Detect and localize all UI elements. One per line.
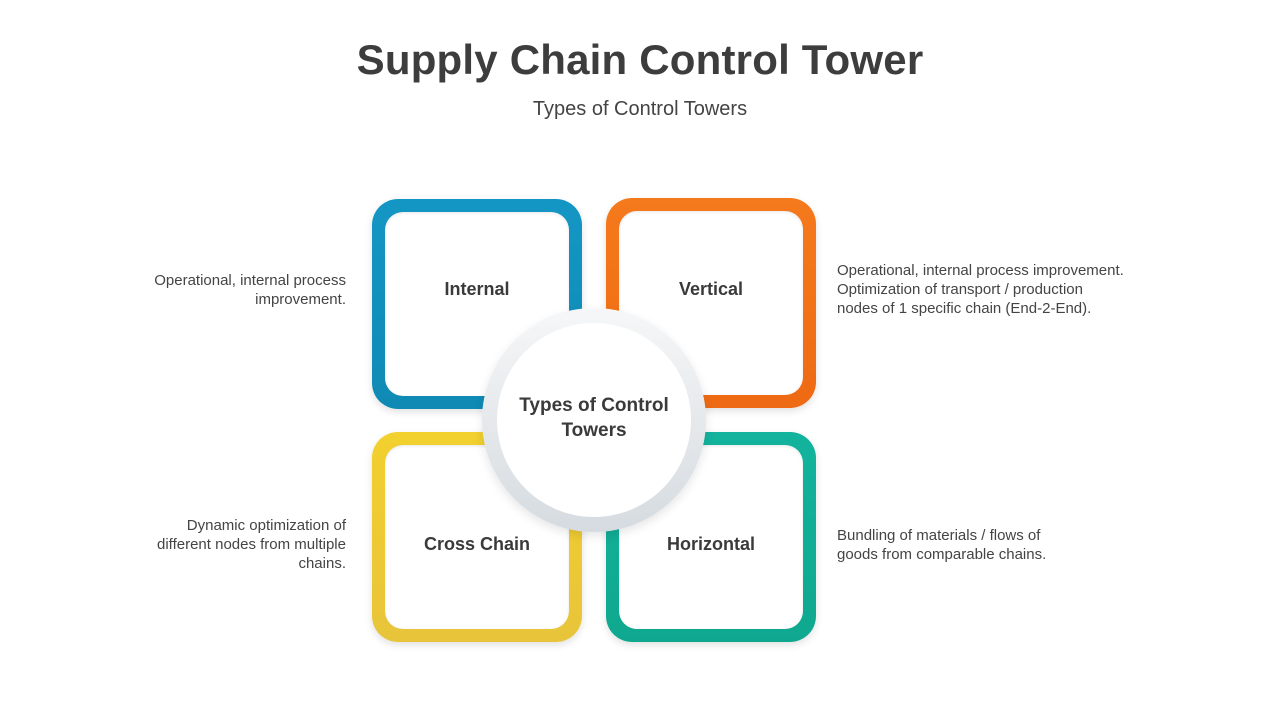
description-line: chains. — [298, 555, 346, 572]
description-line: Optimization of transport / production — [837, 281, 1083, 298]
internal-box: Internal — [372, 199, 582, 409]
page-subtitle: Types of Control Towers — [532, 98, 748, 120]
vertical-label: Vertical — [678, 279, 744, 299]
horizontal-description: Bundling of materials / flows of goods f… — [837, 526, 1167, 564]
center-title-line: Towers — [561, 420, 627, 441]
center-disc — [497, 323, 691, 517]
description-line: Operational, internal process — [154, 272, 346, 289]
horizontal-label: Horizontal — [667, 534, 755, 554]
center-title: Types of Control Towers — [482, 393, 706, 443]
center-circle: Types of Control Towers — [482, 308, 706, 532]
description-line: improvement. — [255, 291, 346, 308]
cross-chain-description: Dynamic optimization of different nodes … — [120, 516, 346, 573]
description-line: Bundling of materials / flows of — [837, 527, 1041, 544]
cross-chain-label: Cross Chain — [423, 534, 531, 554]
description-line: Dynamic optimization of — [186, 517, 346, 534]
description-line: different nodes from multiple — [157, 536, 346, 553]
description-line: Operational, internal process improvemen… — [837, 262, 1124, 279]
vertical-description: Operational, internal process improvemen… — [837, 261, 1167, 318]
center-title-line: Types of Control — [519, 395, 669, 416]
internal-label: Internal — [444, 279, 510, 299]
description-line: nodes of 1 specific chain (End-2-End). — [837, 300, 1092, 317]
description-line: goods from comparable chains. — [837, 546, 1047, 563]
page-title: Supply Chain Control Tower — [356, 36, 924, 83]
internal-description: Operational, internal process improvemen… — [120, 271, 346, 309]
